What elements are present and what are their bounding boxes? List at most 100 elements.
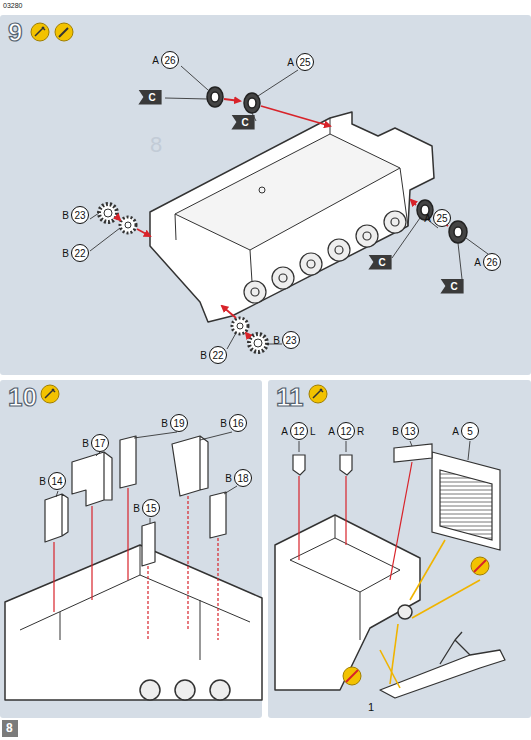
road-wheels (363, 232, 371, 240)
sprue-letter: A (281, 426, 288, 437)
glue-icon (309, 385, 327, 403)
road-wheels (300, 253, 322, 275)
placement-line (299, 462, 412, 580)
callout-number: 17 (91, 434, 109, 452)
flag-letter: C (148, 92, 155, 103)
placement-line (345, 476, 346, 545)
leader-line (150, 518, 151, 523)
ghost-step-number: 8 (150, 132, 162, 158)
leader-line (181, 66, 208, 90)
interior-parts (142, 522, 155, 566)
flag-letter: C (378, 257, 385, 268)
assembly-arrow (411, 200, 416, 205)
assembly-arrow (261, 106, 330, 126)
sprue-letter: A (424, 213, 431, 224)
sprue-letter: B (82, 438, 89, 449)
placement-line (390, 462, 412, 580)
leader-line (130, 432, 180, 438)
sprue-letter: B (39, 476, 46, 487)
leader-line (392, 218, 420, 258)
no-glue-icon (474, 560, 486, 572)
step-number: 11 (276, 382, 304, 412)
leader-line (410, 441, 412, 446)
flag-letter: C (241, 117, 248, 128)
callout-number: 26 (161, 51, 179, 69)
side-mark: R (357, 426, 364, 437)
placement-line (91, 506, 92, 600)
sprue-letter: B (133, 503, 140, 514)
placement-line (53, 542, 54, 612)
tow-part (380, 632, 505, 698)
road-wheels (244, 281, 266, 303)
small-parts (293, 455, 305, 475)
page-number: 8 (6, 721, 13, 735)
step-panel: 11A12LA12RB13A5 (268, 380, 531, 718)
callout: B23 (62, 206, 89, 224)
hull-rear (290, 515, 400, 640)
callout-number: 13 (401, 422, 419, 440)
idler-wheels (207, 87, 223, 107)
idler-wheels (207, 87, 467, 243)
glue-icon (59, 28, 68, 37)
callout: A12L (281, 422, 315, 440)
sprue-letter: A (152, 55, 159, 66)
color-flag: C (231, 115, 254, 130)
placement-line (127, 488, 128, 580)
flag-letter: C (450, 281, 457, 292)
leader-line (56, 491, 58, 497)
interior-parts (210, 492, 226, 538)
yellow-guide (380, 540, 480, 688)
hull-fragment (5, 545, 262, 700)
sprue-letter: B (62, 248, 69, 259)
panel-ground (0, 380, 262, 718)
small-parts (394, 444, 432, 462)
callout: A25 (287, 53, 314, 71)
glue-icon (41, 385, 59, 403)
assembly-arrow (117, 99, 448, 338)
hull-chassis (150, 112, 434, 322)
glue-icon (35, 27, 45, 36)
hull-chassis (175, 118, 408, 282)
glue-icon (31, 23, 49, 41)
sprocket-parts (99, 204, 267, 352)
road-wheels (272, 267, 294, 289)
leader-line (134, 432, 177, 438)
idler-wheels (244, 93, 260, 113)
assembly-arrow (246, 333, 250, 338)
placement-line (147, 566, 148, 640)
callout: B15 (133, 499, 160, 517)
leader-line (466, 238, 488, 254)
leader-line (90, 228, 120, 251)
callout-number: 25 (296, 53, 314, 71)
side-mark: L (310, 426, 316, 437)
glue-icon (313, 389, 323, 398)
no-glue-icon (343, 667, 361, 685)
road-wheels (279, 274, 287, 282)
interior-parts (45, 494, 68, 542)
hull-chassis (175, 134, 400, 250)
grille-part (440, 470, 492, 540)
grille-part (432, 452, 500, 550)
sprue-letter: A (287, 57, 294, 68)
leader-line (468, 441, 470, 460)
assembly-arrow (117, 217, 120, 220)
hull-chassis (150, 112, 434, 322)
tow-part (380, 650, 505, 698)
leader-line (90, 213, 99, 219)
callout-number: 23 (282, 331, 300, 349)
callout-number: 23 (71, 206, 89, 224)
sprue-letter: B (220, 418, 227, 429)
leader-line (132, 432, 181, 440)
sprocket-parts (125, 222, 131, 228)
callout: A25 (424, 209, 451, 227)
interior-parts (45, 436, 226, 566)
hull-chassis (259, 187, 265, 193)
panel-ground (268, 380, 531, 718)
callout-number: 26 (483, 253, 501, 271)
callout-number: 12 (337, 422, 355, 440)
road-wheels (384, 211, 406, 233)
yellow-guide (380, 650, 400, 688)
road-wheels (244, 211, 406, 303)
glue-icon (55, 23, 73, 41)
